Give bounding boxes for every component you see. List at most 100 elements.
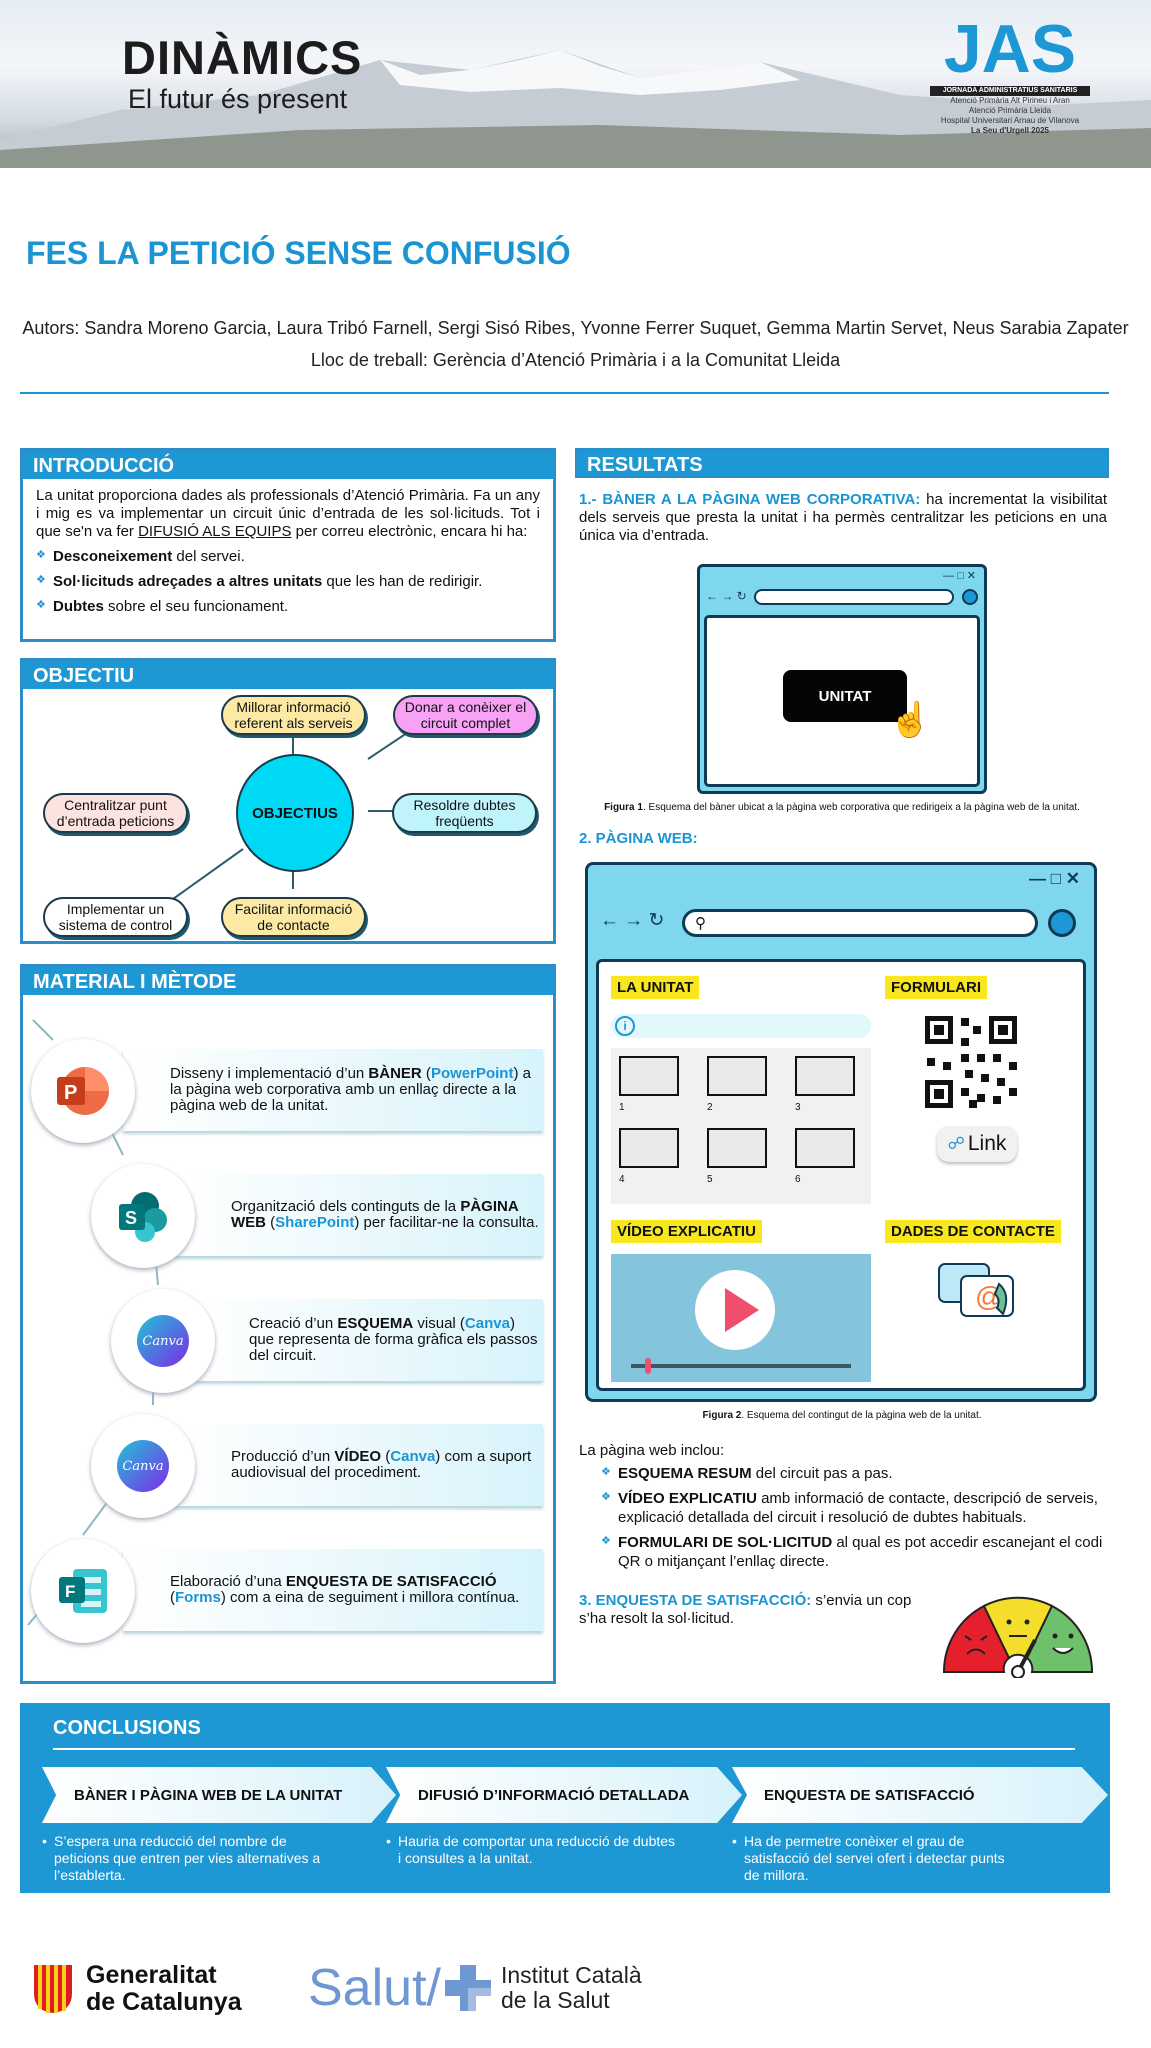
figure-2-caption: Figura 2. Esquema del contingut de la pà… (575, 1410, 1109, 1421)
forms-icon: F (31, 1539, 135, 1643)
figure-1-caption: Figura 1. Esquema del bàner ubicat a la … (575, 802, 1109, 813)
conclusion-text: Ha de permetre conèixer el grau de satis… (732, 1833, 1012, 1884)
powerpoint-icon: P (31, 1039, 135, 1143)
step-text: Disseny i implementació d’un (170, 1065, 369, 1082)
intro-text: La unitat proporciona dades als professi… (36, 487, 540, 540)
step-number: 2 (707, 1102, 713, 1113)
objective-bubble: Implementar un sistema de control (43, 897, 188, 937)
conclusion-text: Hauria de comportar una reducció de dubt… (386, 1833, 676, 1867)
powerpoint-icon-graphic: P (57, 1067, 109, 1115)
canva-icon: Canva (111, 1289, 215, 1393)
step-text: ) com a suport audiovisual del procedime… (231, 1448, 532, 1481)
step-number: 5 (707, 1174, 713, 1185)
video-progress-handle[interactable] (645, 1358, 651, 1374)
svg-text:S: S (125, 1208, 137, 1228)
play-button[interactable] (695, 1270, 775, 1350)
figure-label: Figura 1 (604, 802, 643, 813)
step-tool: Forms (175, 1589, 221, 1606)
step-text: ( (170, 1589, 175, 1606)
event-logo: JAS JORNADA ADMINISTRATIUS SANITARIS Ate… (930, 12, 1090, 136)
result-heading: 3. ENQUESTA DE SATISFACCIÓ: (579, 1592, 812, 1609)
hand-cursor-icon: ☝ (889, 701, 932, 739)
step-number: 4 (619, 1174, 625, 1185)
section-tag: VÍDEO EXPLICATIU (611, 1220, 762, 1243)
search-icon: ⚲ (695, 915, 706, 932)
list-item-text: amb informació de contacte, descripció d… (618, 1490, 1098, 1526)
section-tag: DADES DE CONTACTE (885, 1220, 1061, 1243)
method-step-text: Creació d’un ESQUEMA visual (Canva) que … (249, 1316, 543, 1364)
video-progress-track[interactable] (631, 1364, 851, 1368)
event-logo-place: La Seu d'Urgell 2025 (971, 126, 1049, 135)
result-heading: 1.- BÀNER A LA PÀGINA WEB CORPORATIVA: (579, 491, 921, 508)
banner-browser-mock: — □ ✕ ← → ↻ UNITAT ☝ (697, 564, 987, 794)
method-step-text: Disseny i implementació d’un BÀNER (Powe… (170, 1066, 543, 1114)
link-icon: ☍ (947, 1134, 965, 1153)
poster-title: FES LA PETICIÓ SENSE CONFUSIÓ (26, 235, 571, 271)
figure-label: Figura 2 (702, 1410, 742, 1421)
objective-bubble: Millorar informació referent als serveis (221, 695, 366, 735)
conclusion-chevron: ENQUESTA DE SATISFACCIÓ (732, 1767, 1108, 1823)
list-item-bold: ESQUEMA RESUM (618, 1465, 752, 1482)
list-item-bold: Sol·licituds adreçades a altres unitats (53, 573, 323, 590)
window-controls-icon: — □ ✕ (1029, 869, 1080, 888)
intro-paragraph: La unitat proporciona dades als professi… (36, 487, 540, 541)
step-bold: ESQUEMA (337, 1315, 414, 1332)
objectives-center: OBJECTIUS (236, 754, 354, 872)
list-item: Dubtes sobre el seu funcionament. (36, 596, 540, 616)
nav-arrows-icon: ← → ↻ (706, 589, 747, 603)
list-item-text: del servei. (172, 548, 245, 565)
workplace: Lloc de treball: Gerència d’Atenció Prim… (310, 350, 841, 370)
step-text: Producció d’un (231, 1448, 335, 1465)
address-bar (754, 589, 954, 605)
result-1-text: 1.- BÀNER A LA PÀGINA WEB CORPORATIVA: h… (579, 491, 1107, 545)
qr-code-icon[interactable] (921, 1012, 1021, 1112)
step-bold: ENQUESTA DE SATISFACCIÓ (285, 1573, 497, 1590)
step-text: ) com a eina de seguiment i millora cont… (220, 1589, 520, 1606)
list-item: VÍDEO EXPLICATIU amb informació de conta… (601, 1488, 1107, 1527)
method-step: Disseny i implementació d’un BÀNER (Powe… (123, 1049, 543, 1131)
brand-title: DINÀMICS (122, 31, 363, 84)
ics-line: de la Salut (500, 1987, 610, 2013)
salut-wordmark: Salut/ (308, 1959, 441, 2017)
step-text: ) per facilitar-ne la consulta. (354, 1214, 539, 1231)
direct-link-button[interactable]: ☍Link (937, 1126, 1017, 1162)
generalitat-line: Generalitat (86, 1961, 217, 1989)
profile-icon (962, 589, 978, 605)
list-item: FORMULARI DE SOL·LICITUD al qual es pot … (601, 1532, 1107, 1571)
intro-text: per correu electrònic, encara hi ha: (291, 523, 528, 540)
step-screen (707, 1128, 767, 1168)
event-logo-mark: JAS (943, 11, 1077, 87)
step-screen (795, 1128, 855, 1168)
neutral-face-icon (1006, 1619, 1030, 1637)
webpage-browser-mock: — □ ✕ ← → ↻ ⚲ LA UNITAT FORMULARI VÍDEO … (585, 862, 1097, 1402)
list-item-bold: Desconeixement (53, 548, 173, 565)
step-text: Creació d’un (249, 1315, 338, 1332)
event-logo-line: Atenció Primària Lleida (968, 106, 1052, 115)
objective-diagram: OBJECTIUS Millorar informació referent a… (23, 689, 553, 941)
list-item-bold: VÍDEO EXPLICATIU (618, 1490, 757, 1507)
divider (53, 1748, 1075, 1750)
sharepoint-icon-graphic: S (119, 1192, 167, 1242)
mountain-background (0, 50, 1151, 168)
step-text: ( (381, 1448, 391, 1465)
conclusions-section: CONCLUSIONS BÀNER I PÀGINA WEB DE LA UNI… (20, 1703, 1110, 1893)
sharepoint-icon: S (91, 1164, 195, 1268)
step-screen (707, 1056, 767, 1096)
event-logo-line: Hospital Universitari Arnau de Vilanova (940, 116, 1080, 125)
list-item: Desconeixement del servei. (36, 546, 540, 566)
results-section: RESULTATS 1.- BÀNER A LA PÀGINA WEB CORP… (575, 448, 1109, 1688)
happy-face-icon (1052, 1633, 1074, 1654)
step-tool: Canva (464, 1315, 510, 1332)
svg-text:P: P (64, 1082, 77, 1104)
banner-unit-button: UNITAT (783, 670, 907, 722)
canva-icon-graphic: Canva (117, 1440, 169, 1492)
step-text: Elaboració d’una (170, 1573, 286, 1590)
result-text: s’envia un cop s’ha resolt la sol·licitu… (579, 1592, 912, 1627)
video-player[interactable] (611, 1254, 871, 1382)
list-item-text: que les han de redirigir. (322, 573, 483, 590)
list-item: ESQUEMA RESUM del circuit pas a pas. (601, 1463, 1107, 1483)
step-bold: VÍDEO (334, 1448, 382, 1465)
canva-icon: Canva (91, 1414, 195, 1518)
method-step-text: Elaboració d’una ENQUESTA DE SATISFACCIÓ… (170, 1574, 543, 1606)
schema-summary: 1 2 3 4 5 6 (611, 1048, 871, 1204)
